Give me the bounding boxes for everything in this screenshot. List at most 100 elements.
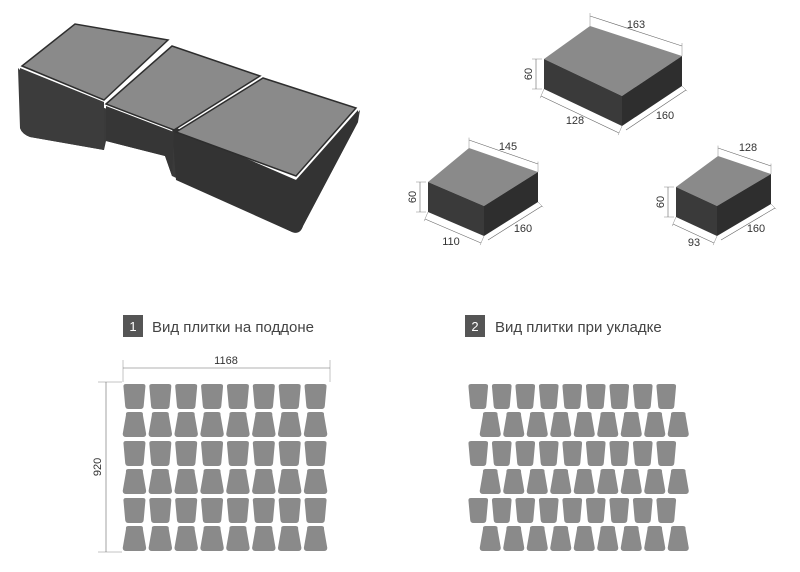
laying-paver	[620, 469, 642, 494]
pallet-paver	[226, 412, 250, 437]
block-length-label: 160	[514, 223, 532, 235]
block-top-face	[428, 148, 538, 206]
laying-paver	[609, 441, 630, 466]
paver-set-wall-2	[106, 106, 174, 176]
laying-paver	[538, 498, 559, 523]
block-height-label: 60	[655, 196, 667, 208]
laying-paver	[562, 498, 583, 523]
pallet-paver	[304, 498, 327, 523]
laying-paver	[597, 412, 619, 437]
laying-paver	[620, 526, 642, 551]
laying-paver	[468, 498, 489, 523]
laying-caption: 2 Вид плитки при укладке	[465, 315, 662, 337]
laying-paver	[503, 526, 525, 551]
block-bottom-width-label: 128	[566, 115, 584, 127]
pallet-paver	[149, 384, 172, 409]
pallet-paver	[149, 441, 172, 466]
pallet-number-badge	[123, 315, 143, 337]
pallet-paver	[201, 441, 224, 466]
pallet-paver	[252, 412, 276, 437]
laying-paver	[562, 384, 583, 409]
pallet-paver	[304, 441, 327, 466]
pallet-paver	[148, 526, 173, 551]
pallet-paver	[148, 412, 173, 437]
pallet-caption-text: Вид плитки на поддоне	[152, 319, 314, 336]
pallet-paver	[226, 384, 249, 409]
pallet-paver	[148, 469, 173, 494]
laying-number-badge	[465, 315, 485, 337]
paver-top-2	[104, 45, 262, 131]
pallet-number: 1	[129, 319, 136, 334]
pallet-paver	[123, 384, 146, 409]
pallet-paver	[201, 384, 224, 409]
laying-paver	[526, 469, 548, 494]
laying-paver	[632, 498, 653, 523]
paver-set-wall-1	[20, 68, 104, 150]
pallet-paver	[278, 498, 301, 523]
pallet-paver	[303, 469, 328, 494]
block-top-width-label: 163	[627, 19, 645, 31]
laying-paver	[468, 384, 489, 409]
pallet-dimensions: 1168 920	[92, 355, 331, 553]
laying-paver	[526, 526, 548, 551]
pallet-paver	[278, 384, 301, 409]
laying-paver	[597, 469, 619, 494]
pallet-paver	[123, 498, 146, 523]
pallet-paver	[175, 384, 198, 409]
laying-paver	[644, 526, 666, 551]
block-side-face	[717, 174, 771, 236]
laying-paver	[503, 412, 525, 437]
laying-paver	[479, 469, 501, 494]
block-front-face	[676, 187, 717, 236]
pallet-paver	[304, 384, 327, 409]
pallet-paver	[200, 526, 224, 551]
pallet-paver	[174, 469, 198, 494]
laying-paver	[538, 441, 559, 466]
laying-paver	[515, 441, 536, 466]
block-top-width-label: 145	[499, 141, 517, 153]
pallet-paver	[303, 412, 328, 437]
laying-paver	[632, 441, 653, 466]
laying-caption-text: Вид плитки при укладке	[495, 319, 662, 336]
pallet-width-label: 1168	[214, 355, 238, 367]
laying-paver	[585, 384, 606, 409]
laying-paver	[550, 526, 572, 551]
laying-number: 2	[471, 319, 478, 334]
paver-set-front-wall	[172, 110, 358, 233]
pallet-paver	[226, 469, 250, 494]
laying-paver	[515, 498, 536, 523]
laying-paver	[667, 526, 689, 551]
block-front-face	[544, 59, 622, 126]
block-height-label: 60	[407, 191, 419, 203]
laying-paver	[573, 526, 595, 551]
block-medium: 60 145 160 110	[407, 137, 544, 248]
laying-paver	[491, 384, 512, 409]
laying-paver	[526, 412, 548, 437]
pallet-paver	[252, 441, 275, 466]
block-length-label: 160	[747, 223, 765, 235]
laying-paver	[656, 384, 677, 409]
paver-top-3	[174, 77, 358, 177]
block-side-face	[484, 172, 538, 236]
laying-paver	[667, 412, 689, 437]
laying-paver	[503, 469, 525, 494]
laying-paver	[479, 412, 501, 437]
laying-paver	[644, 469, 666, 494]
laying-paver	[468, 441, 489, 466]
block-front-face	[428, 182, 484, 236]
pallet-paver	[226, 498, 249, 523]
laying-paver	[609, 384, 630, 409]
block-side-face	[622, 56, 682, 126]
block-top-face	[676, 156, 771, 206]
block-length-label: 160	[656, 110, 674, 122]
block-bottom-width-label: 110	[442, 236, 460, 248]
laying-paver	[562, 441, 583, 466]
laying-paver	[597, 526, 619, 551]
laying-pattern	[468, 384, 689, 551]
laying-paver	[620, 412, 642, 437]
block-top-width-label: 128	[739, 142, 757, 154]
pallet-paver	[175, 441, 198, 466]
laying-paver	[585, 441, 606, 466]
